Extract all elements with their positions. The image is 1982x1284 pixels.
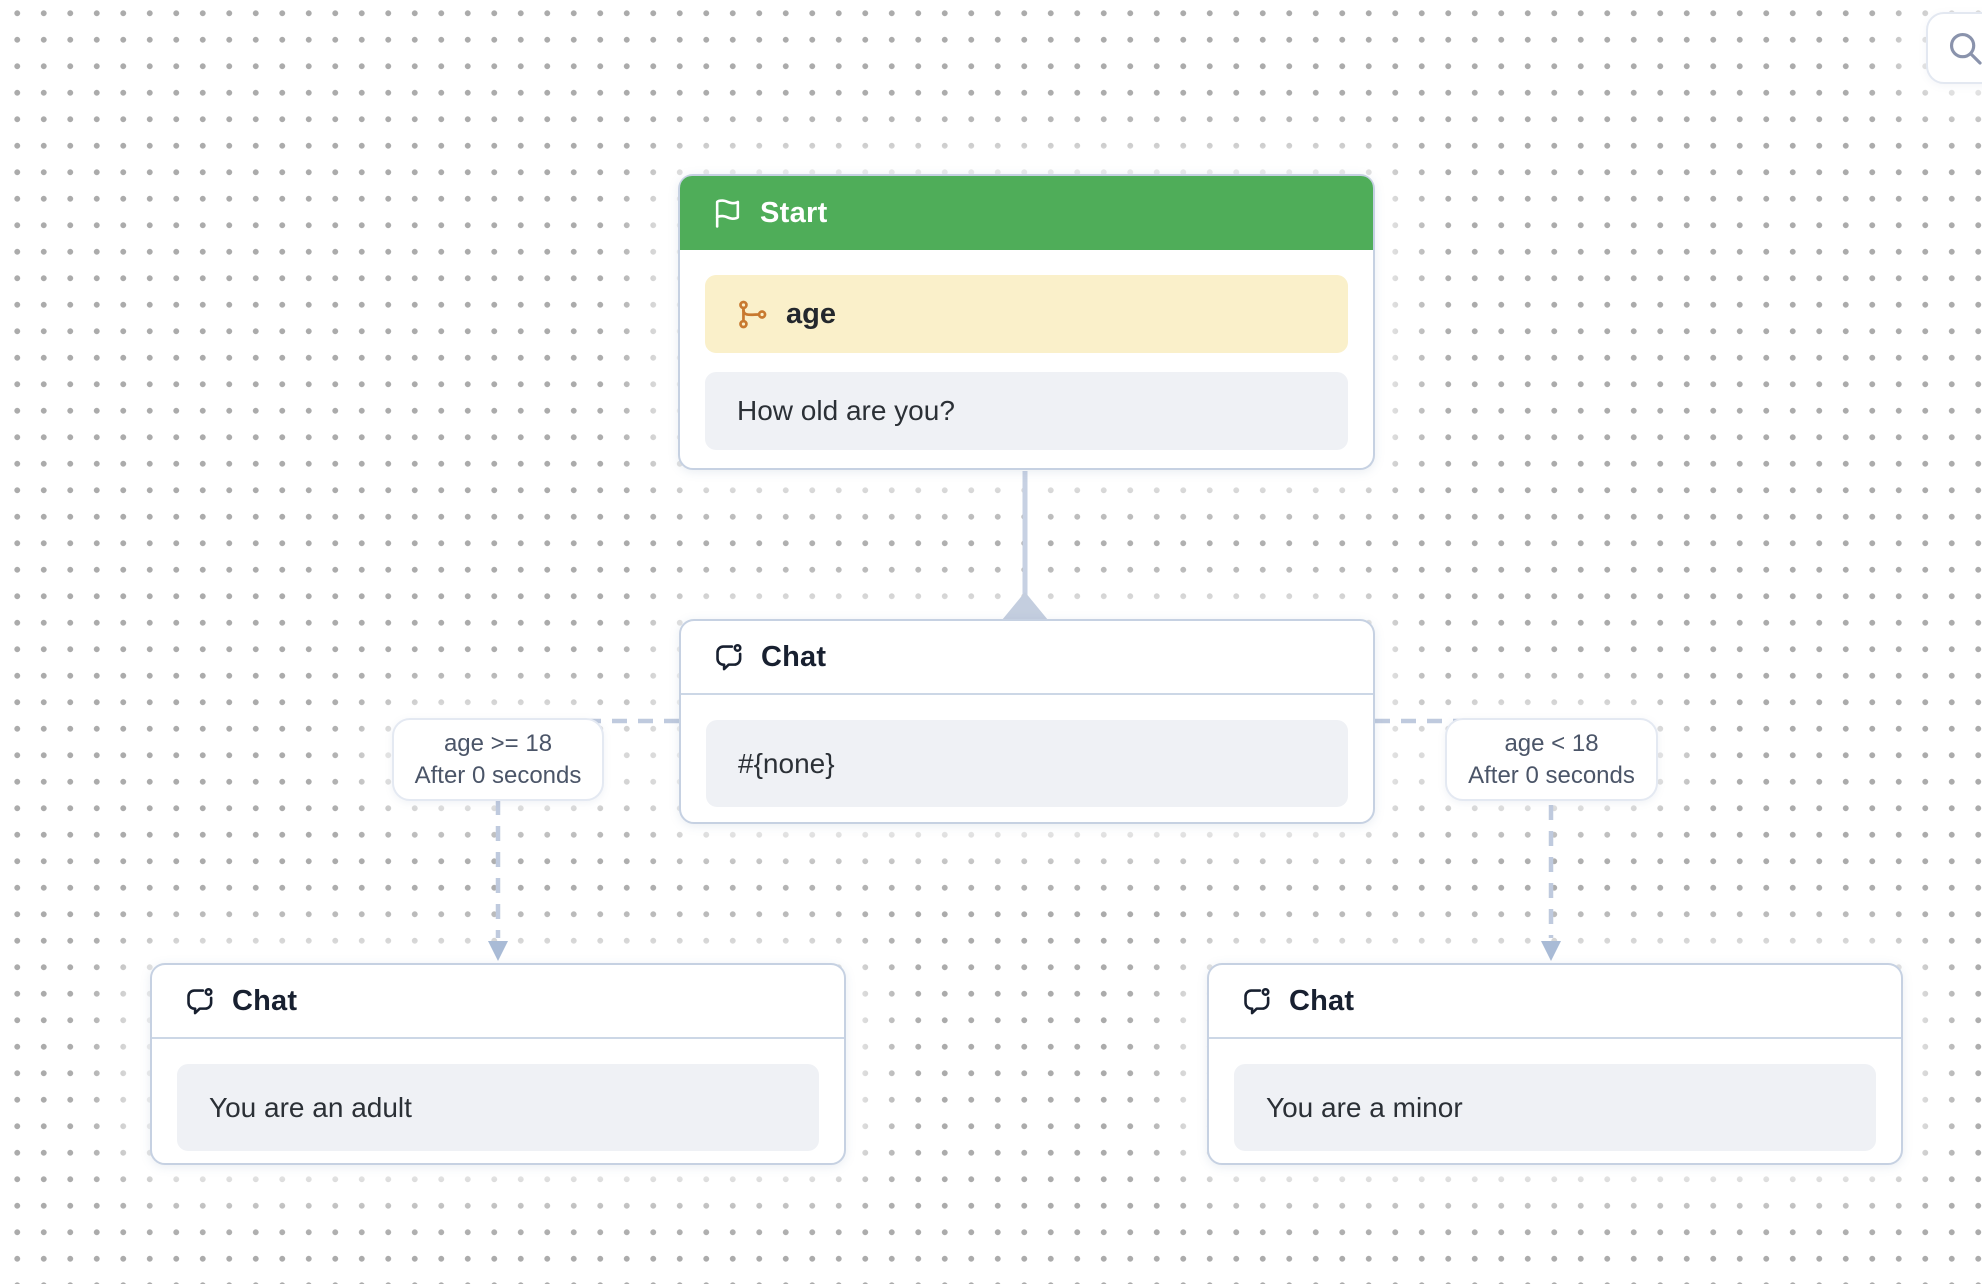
- chat-minor-body: You are a minor: [1209, 1039, 1901, 1176]
- edge-label-right[interactable]: age < 18 After 0 seconds: [1445, 718, 1658, 801]
- chat-bubble-dot-icon: [1241, 986, 1272, 1017]
- variable-block-age[interactable]: age: [705, 275, 1348, 353]
- variable-label: age: [786, 297, 836, 330]
- chat-main-title: Chat: [761, 640, 827, 673]
- chat-bubble-dot-icon: [184, 986, 215, 1017]
- chat-adult-title: Chat: [232, 984, 298, 1017]
- chat-main-message-block[interactable]: #{none}: [706, 720, 1348, 807]
- edge-condition-left[interactable]: [495, 718, 679, 938]
- chat-bubble-dot-icon: [713, 642, 744, 673]
- edge-condition-right[interactable]: [1375, 718, 1554, 938]
- chat-minor-message-block[interactable]: You are a minor: [1234, 1064, 1876, 1151]
- chat-node-adult[interactable]: Chat You are an adult: [150, 963, 846, 1165]
- question-text: How old are you?: [737, 395, 955, 426]
- start-node-title: Start: [760, 196, 828, 229]
- chat-adult-message-block[interactable]: You are an adult: [177, 1064, 819, 1151]
- variable-fork-icon: [737, 299, 768, 330]
- chat-adult-message: You are an adult: [209, 1091, 412, 1123]
- chat-main-message: #{none}: [738, 747, 835, 779]
- flag-icon: [712, 198, 743, 229]
- start-node-header[interactable]: Start: [680, 176, 1373, 250]
- edge-left-timing: After 0 seconds: [414, 761, 582, 789]
- chat-minor-title: Chat: [1289, 984, 1355, 1017]
- chat-adult-header[interactable]: Chat: [152, 965, 844, 1039]
- chat-main-header[interactable]: Chat: [681, 621, 1373, 695]
- search-button[interactable]: [1926, 12, 1982, 84]
- chat-main-body: #{none}: [681, 695, 1373, 832]
- chat-minor-header[interactable]: Chat: [1209, 965, 1901, 1039]
- arrowhead-right: [1541, 941, 1561, 961]
- question-text-block[interactable]: How old are you?: [705, 372, 1348, 450]
- chat-node-main[interactable]: Chat #{none}: [679, 619, 1375, 824]
- edge-right-condition: age < 18: [1504, 729, 1599, 757]
- chat-minor-message: You are a minor: [1266, 1091, 1463, 1123]
- start-node[interactable]: Start age How old are you?: [678, 174, 1375, 470]
- chat-adult-body: You are an adult: [152, 1039, 844, 1176]
- chat-node-minor[interactable]: Chat You are a minor: [1207, 963, 1903, 1165]
- search-icon: [1946, 29, 1982, 67]
- edge-left-condition: age >= 18: [443, 729, 553, 757]
- arrowhead-left: [488, 941, 508, 961]
- edge-right-timing: After 0 seconds: [1468, 761, 1635, 789]
- start-node-body: age How old are you?: [680, 250, 1373, 475]
- edge-label-left[interactable]: age >= 18 After 0 seconds: [392, 718, 604, 801]
